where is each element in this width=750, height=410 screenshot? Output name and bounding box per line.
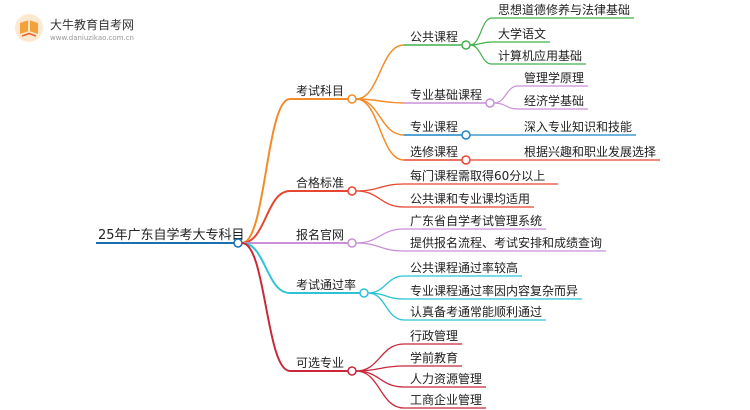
leaf-connector <box>367 292 405 321</box>
branch-2-collapse-toggle[interactable] <box>347 186 357 196</box>
brand-logo: 大牛教育自考网 www.daniuzikao.com.cn <box>14 10 174 50</box>
leaf-connector <box>493 85 519 104</box>
leaf-topic: 公共课程通过率较高 <box>410 260 518 275</box>
branch-topic-2: 合格标准 <box>296 175 344 190</box>
leaf-topic: 大学语文 <box>498 26 546 41</box>
brand-name: 大牛教育自考网 <box>50 18 135 32</box>
leaf-topic: 管理学原理 <box>524 70 584 85</box>
leaf-connector <box>355 343 405 372</box>
branch-connector <box>241 98 291 244</box>
leaf-connector <box>355 183 405 192</box>
leaf-topic: 计算机应用基础 <box>498 48 582 63</box>
leaf-topic: 工商企业管理 <box>410 392 482 407</box>
leaf-topic: 行政管理 <box>410 328 458 343</box>
leaf-topic: 根据兴趣和职业发展选择 <box>524 144 656 159</box>
root-topic: 25年广东自学考大专科目 <box>98 227 245 243</box>
branch-5-collapse-toggle[interactable] <box>347 366 357 376</box>
branch-3-collapse-toggle[interactable] <box>347 238 357 248</box>
leaf-topic: 公共课和专业课均适用 <box>410 191 530 206</box>
book-icon <box>15 14 43 42</box>
leaf-connector <box>355 365 405 372</box>
branch-topic-1: 考试科目 <box>296 83 344 98</box>
subtopic-2-collapse-toggle[interactable] <box>485 98 495 108</box>
subtopic-3-collapse-toggle[interactable] <box>461 130 471 140</box>
subtopic-3: 专业课程 <box>410 119 458 134</box>
branch-1-collapse-toggle[interactable] <box>347 94 357 104</box>
branch-topic-4: 考试通过率 <box>296 277 356 292</box>
subtopic-connector <box>355 98 405 161</box>
leaf-topic: 人力资源管理 <box>410 371 482 386</box>
leaf-topic: 专业课程通过率因内容复杂而异 <box>410 283 578 298</box>
branch-topic-5: 可选专业 <box>296 355 344 370</box>
subtopic-1-collapse-toggle[interactable] <box>461 40 471 50</box>
leaf-connector <box>469 17 493 46</box>
leaf-topic: 学前教育 <box>410 350 458 365</box>
leaf-topic: 提供报名流程、考试安排和成绩查询 <box>410 235 602 250</box>
brand-url: www.daniuzikao.com.cn <box>50 34 134 42</box>
branch-connector <box>241 242 291 294</box>
leaf-connector <box>469 44 493 65</box>
subtopic-2: 专业基础课程 <box>410 87 482 102</box>
subtopic-connector <box>355 44 405 100</box>
leaf-topic: 经济学基础 <box>524 93 584 108</box>
leaf-connector <box>355 228 405 244</box>
branch-4-collapse-toggle[interactable] <box>359 288 369 298</box>
subtopic-1: 公共课程 <box>410 29 458 44</box>
subtopic-4-collapse-toggle[interactable] <box>461 155 471 165</box>
leaf-connector <box>355 190 405 208</box>
subtopic-4: 选修课程 <box>410 144 458 159</box>
leaf-topic: 深入专业知识和技能 <box>524 119 632 134</box>
root-collapse-toggle[interactable] <box>233 238 243 248</box>
leaf-connector <box>355 370 405 388</box>
leaf-connector <box>367 275 405 294</box>
branch-connector <box>241 242 291 372</box>
leaf-topic: 思想道德修养与法律基础 <box>498 2 630 17</box>
leaf-connector <box>355 370 405 409</box>
leaf-topic: 认真备考通常能顺利通过 <box>410 305 542 319</box>
leaf-connector <box>493 102 519 110</box>
leaf-topic: 每门课程需取得60分以上 <box>410 168 545 183</box>
leaf-topic: 广东省自学考试管理系统 <box>410 213 542 228</box>
branch-connector <box>241 190 291 244</box>
leaf-connector <box>355 242 405 252</box>
branch-topic-3: 报名官网 <box>296 227 344 242</box>
